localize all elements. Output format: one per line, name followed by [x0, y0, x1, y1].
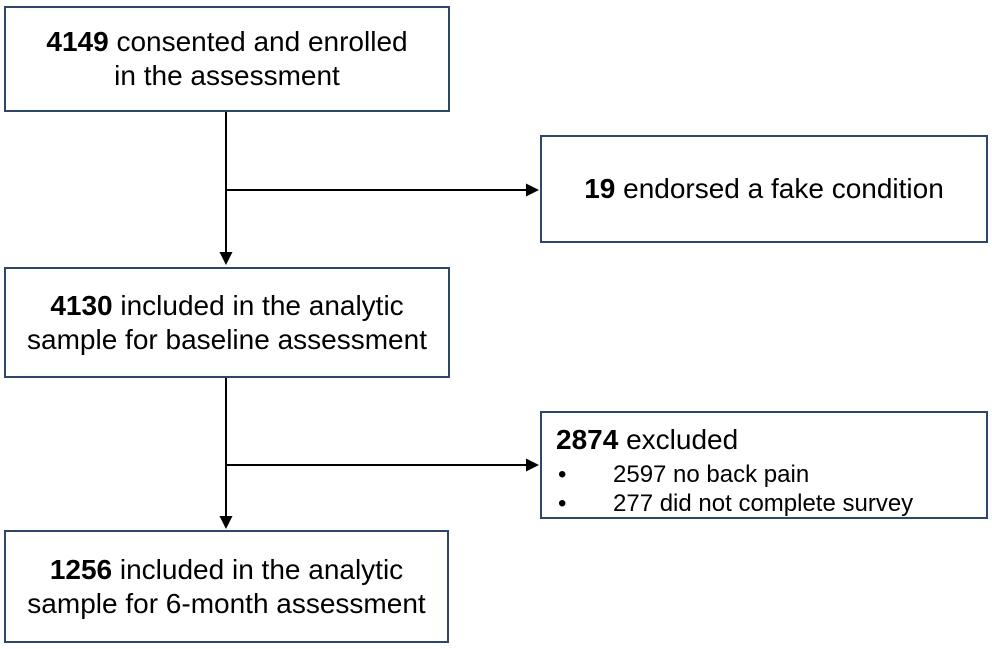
flow-box-baseline: 4130 included in the analytic sample for…: [4, 267, 450, 378]
excluded-bullet-item: • 277 did not complete survey: [556, 489, 913, 518]
excluded-label: excluded: [618, 424, 739, 455]
six-month-count: 1256: [49, 553, 113, 585]
flow-box-enrolled: 4149 consented and enrolled in the asses…: [4, 6, 450, 112]
fake-condition-label: endorsed a fake condition: [615, 173, 944, 204]
flow-box-excluded: 2874 excluded • 2597 no back pain • 277 di…: [540, 411, 988, 519]
excluded-reason-incomplete-survey: 277 did not complete survey: [613, 490, 914, 517]
arrowhead-right-excluded-icon: [526, 458, 539, 472]
flow-box-enrolled-line2: in the assessment: [114, 60, 340, 91]
flow-box-baseline-line2: sample for baseline assessment: [27, 323, 427, 355]
flow-box-baseline-line1: 4130 included in the analytic: [50, 289, 403, 323]
excluded-reason-no-back-pain: 2597 no back pain: [613, 461, 810, 488]
excluded-bullet-list: • 2597 no back pain • 277 did not complete…: [556, 460, 913, 518]
flow-box-six-month: 1256 included in the analytic sample for…: [4, 530, 449, 643]
flow-box-enrolled-line1: 4149 consented and enrolled: [46, 25, 407, 59]
arrowhead-right-fake-condition-icon: [526, 183, 539, 197]
baseline-count: 4130: [50, 289, 113, 321]
bullet-icon: •: [558, 461, 567, 488]
arrowhead-down-baseline-icon: [219, 252, 233, 265]
enrolled-label: consented and enrolled: [108, 26, 408, 57]
flow-box-fake-condition: 19 endorsed a fake condition: [540, 135, 988, 243]
bullet-icon: •: [558, 490, 567, 517]
baseline-label: included in the analytic: [112, 289, 404, 321]
flow-box-six-month-line1: 1256 included in the analytic: [50, 553, 403, 587]
flow-box-six-month-line2: sample for 6-month assessment: [27, 587, 426, 619]
flow-box-fake-condition-line1: 19 endorsed a fake condition: [584, 172, 944, 206]
six-month-label: included in the analytic: [112, 553, 404, 585]
fake-condition-count: 19: [584, 173, 616, 204]
excluded-count: 2874: [556, 424, 619, 455]
enrolled-count: 4149: [46, 26, 109, 57]
arrowhead-down-sixmonth-icon: [219, 516, 233, 529]
flow-box-excluded-heading: 2874 excluded: [556, 423, 738, 457]
excluded-bullet-item: • 2597 no back pain: [556, 460, 913, 489]
